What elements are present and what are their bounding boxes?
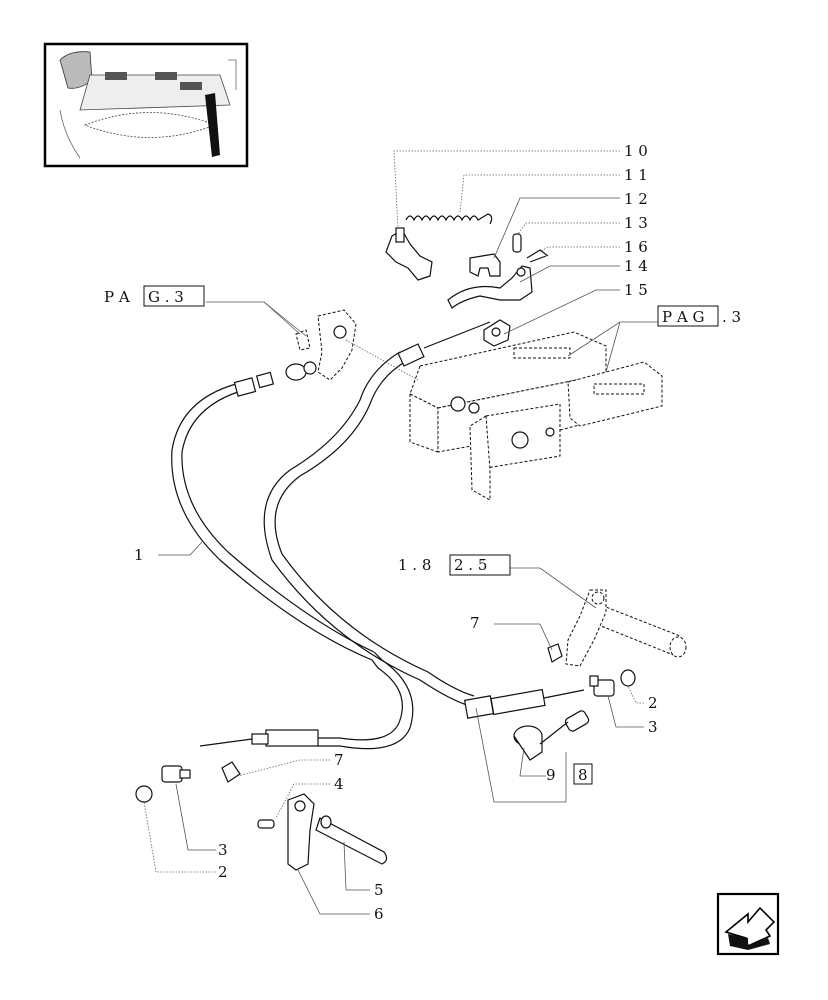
callout-2-left: 2 (218, 863, 228, 881)
callout-8-box: 8 (573, 763, 593, 785)
leader-lines (143, 150, 658, 915)
part-2-nut-left (135, 785, 153, 803)
callout-2-right: 2 (648, 694, 658, 712)
part-13-pin (512, 233, 522, 253)
ref-1-82-5[interactable]: 1 . 8 2 . 5 (398, 554, 511, 576)
callout-14: 1 4 (624, 257, 648, 275)
part-5-shaft (315, 815, 388, 865)
callout-7-upper: 7 (470, 614, 480, 632)
callout-16: 1 6 (624, 238, 648, 256)
arrow-back-icon[interactable] (716, 892, 780, 956)
svg-text:P A: P A (104, 288, 130, 306)
part-16-clip (526, 249, 549, 263)
pedal-plate-assembly (409, 331, 663, 501)
svg-text:P A G: P A G (662, 308, 704, 326)
ref-pag3-right[interactable]: P A G . 3 (657, 305, 741, 327)
callout-10: 1 0 (624, 142, 648, 160)
part-2-nut-right (620, 669, 636, 687)
callout-13: 1 3 (624, 214, 648, 232)
part-14-arm (447, 265, 533, 309)
svg-text:2 . 5: 2 . 5 (454, 556, 487, 574)
callout-6: 6 (374, 905, 384, 923)
part-15-yoke (483, 319, 511, 347)
callout-5: 5 (374, 881, 384, 899)
callout-labels: 1 0 1 1 1 2 1 3 1 6 1 4 1 5 1 7 2 3 9 7 … (134, 142, 658, 923)
cable-1 (171, 361, 414, 750)
part-10-lever (385, 227, 433, 281)
pedal-shaft (565, 589, 687, 667)
callout-7-lower: 7 (334, 751, 344, 769)
tractor-cab-thumbnail (43, 42, 249, 168)
part-9-grip (513, 710, 590, 761)
callout-3-left: 3 (218, 841, 228, 859)
svg-text:G . 3: G . 3 (148, 288, 184, 306)
part-11-spring (405, 213, 493, 225)
callout-1: 1 (134, 546, 144, 564)
part-3-bolt-right (589, 675, 615, 697)
part-3-bolt-left (161, 765, 191, 783)
callout-9: 9 (546, 766, 556, 784)
part-4-pin (257, 819, 275, 829)
callout-15: 1 5 (624, 281, 648, 299)
callout-12: 1 2 (624, 190, 648, 208)
part-7-clip-lower (221, 761, 241, 783)
callout-11: 1 1 (624, 166, 648, 184)
svg-text:. 3: . 3 (722, 308, 741, 326)
svg-text:8: 8 (578, 766, 588, 784)
callout-4: 4 (334, 775, 344, 793)
ref-pag3-left[interactable]: P A G . 3 (104, 285, 205, 307)
part-6-pedal-arm (287, 793, 315, 871)
svg-text:1 . 8: 1 . 8 (398, 556, 431, 574)
part-12-bracket (469, 253, 501, 277)
callout-3-right: 3 (648, 718, 658, 736)
pedal-fork-left (295, 309, 419, 381)
cable-8 (263, 321, 585, 719)
